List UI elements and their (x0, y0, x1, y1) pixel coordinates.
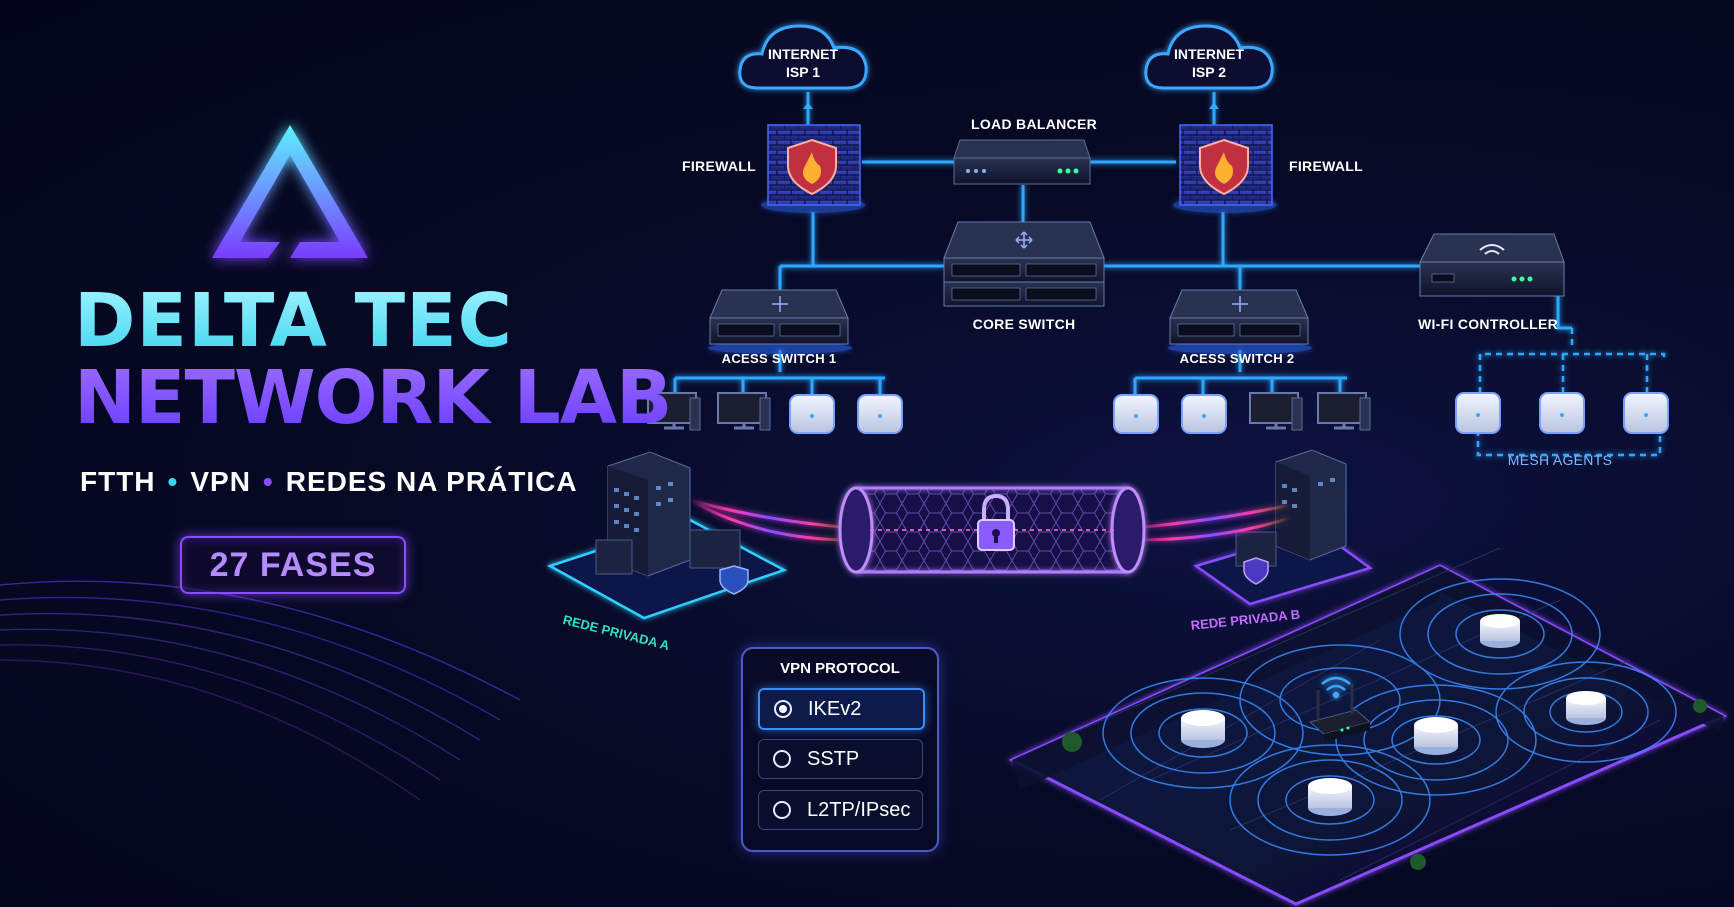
core-switch-label: CORE SWITCH (972, 316, 1076, 332)
access-point-icon (789, 394, 835, 434)
mesh-agents-label: MESH AGENTS (1507, 452, 1613, 468)
firewall-right-label: FIREWALL (1289, 158, 1363, 174)
radio-unselected-icon[interactable] (773, 750, 791, 768)
access-point-icon (857, 394, 903, 434)
network-links (673, 92, 1572, 396)
pc-icon (1317, 392, 1371, 431)
radio-unselected-icon[interactable] (773, 801, 791, 819)
mesh-node-icons (1181, 614, 1606, 816)
vpn-protocol-panel: VPN PROTOCOL IKEv2 SSTP L2TP/IPsec (741, 647, 939, 852)
wifi-icon (1479, 244, 1505, 255)
vpn-option-label: SSTP (807, 747, 860, 770)
router-icon (1308, 676, 1372, 742)
wifi-controller-device (1419, 233, 1565, 297)
tagline-ftth: FTTH (80, 466, 156, 497)
load-balancer-label: LOAD BALANCER (970, 116, 1098, 132)
vpn-option-ikev2[interactable]: IKEv2 (758, 688, 925, 730)
office-floor-plan (1008, 547, 1728, 906)
tagline-redes: REDES NA PRÁTICA (285, 466, 578, 497)
internet-isp2-line1: INTERNET (1174, 46, 1244, 62)
core-switch-device (943, 221, 1105, 307)
access-point-icon (1113, 394, 1159, 434)
shield-check-icon (1243, 557, 1269, 585)
access-point-icon (1539, 392, 1585, 434)
private-network-b (1193, 449, 1373, 606)
tagline-separator: • (262, 466, 274, 497)
brand-title-line2: NETWORK LAB (74, 355, 672, 441)
tagline-vpn: VPN (190, 466, 251, 497)
access-switch-2-label: ACESS SWITCH 2 (1179, 351, 1295, 366)
pc-icon (717, 392, 771, 431)
load-balancer-device (953, 139, 1091, 185)
wifi-controller-label: WI-FI CONTROLLER (1417, 316, 1559, 332)
access-point-icon (1455, 392, 1501, 434)
mesh-agents-group (1455, 392, 1669, 434)
vpn-option-label: L2TP/IPsec (807, 798, 911, 821)
internet-isp2-label: INTERNET ISP 2 (1174, 45, 1244, 81)
internet-isp2-line2: ISP 2 (1192, 64, 1226, 80)
internet-isp1-line1: INTERNET (768, 46, 838, 62)
access-point-icon (1623, 392, 1669, 434)
vpn-protocol-title: VPN PROTOCOL (780, 660, 900, 677)
vpn-option-l2tp[interactable]: L2TP/IPsec (758, 790, 923, 830)
firewall-left-icon (761, 124, 865, 213)
pc-icon (1249, 392, 1303, 431)
tagline: FTTH • VPN • REDES NA PRÁTICA (80, 466, 578, 498)
mesh-links (1476, 328, 1666, 457)
internet-isp1-label: INTERNET ISP 1 (768, 45, 838, 81)
shield-check-icon (719, 565, 749, 595)
wifi-icon (1321, 676, 1351, 699)
office-plants (1062, 699, 1707, 870)
firewall-left-label: FIREWALL (682, 158, 756, 174)
brand-title-line1: DELTA TEC (74, 278, 513, 364)
tagline-separator: • (167, 466, 179, 497)
radio-selected-icon[interactable] (774, 700, 792, 718)
access-point-icon (1181, 394, 1227, 434)
cloud-isp2-icon (1144, 24, 1274, 90)
endpoints-switch-2 (1113, 392, 1371, 434)
pc-icon (647, 392, 701, 431)
decorative-arcs (0, 580, 521, 801)
private-network-a (546, 451, 788, 620)
delta-logo-icon (212, 125, 368, 258)
firewall-right-icon (1173, 124, 1277, 213)
lock-icon (977, 493, 1015, 551)
internet-isp1-line2: ISP 1 (786, 64, 820, 80)
access-switch-1-label: ACESS SWITCH 1 (721, 351, 837, 366)
vpn-tunnel (689, 486, 1291, 574)
vpn-option-sstp[interactable]: SSTP (758, 739, 923, 779)
vpn-option-label: IKEv2 (808, 697, 862, 720)
access-switch-2-device (1168, 289, 1312, 354)
endpoints-switch-1 (647, 392, 903, 434)
cloud-isp1-icon (738, 24, 868, 90)
access-switch-1-device (708, 289, 852, 354)
phases-badge: 27 FASES (180, 536, 406, 594)
